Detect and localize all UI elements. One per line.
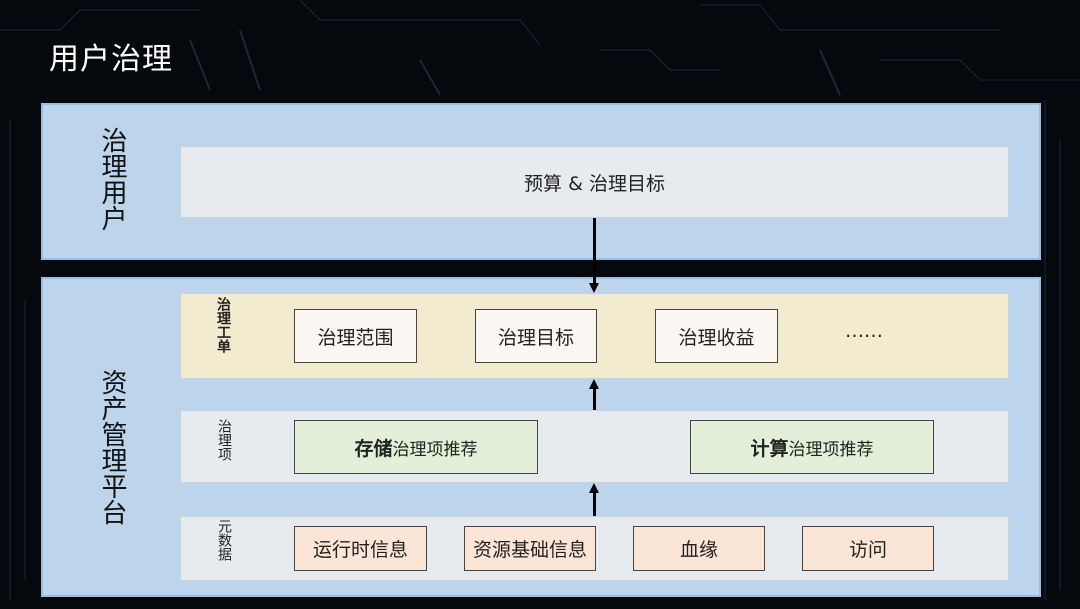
section-label-users: 治理用户 — [97, 127, 127, 231]
compute-bold-text: 计算 — [750, 437, 789, 460]
governance-items-label: 治理项 — [216, 419, 232, 461]
compute-recommendation-box: 计算治理项推荐 — [690, 420, 934, 474]
section-label-platform: 资产管理平台 — [97, 369, 127, 525]
arrow-down-shaft — [593, 218, 596, 284]
storage-bold-text: 存储 — [354, 437, 393, 460]
metadata-runtime-box: 运行时信息 — [294, 526, 427, 571]
ticket-row-label: 治理工单 — [215, 297, 231, 353]
ticket-item-goal: 治理目标 — [475, 309, 597, 363]
ticket-more-ellipsis: …… — [845, 320, 883, 342]
arrow-down-head — [589, 283, 599, 293]
storage-recommendation-box: 存储治理项推荐 — [294, 420, 538, 474]
budget-goal-label: 预算 & 治理目标 — [524, 172, 665, 195]
ticket-item-benefit: 治理收益 — [655, 309, 778, 363]
page-title: 用户治理 — [49, 42, 173, 77]
budget-goal-row: 预算 & 治理目标 — [180, 146, 1009, 218]
ticket-item-scope: 治理范围 — [294, 309, 417, 363]
arrow-up-shaft-2 — [593, 492, 596, 516]
metadata-label: 元数据 — [216, 519, 232, 561]
storage-rest-text: 治理项推荐 — [392, 439, 478, 460]
arrow-up-head-1 — [589, 379, 599, 389]
compute-rest-text: 治理项推荐 — [788, 439, 874, 460]
arrow-up-head-2 — [589, 483, 599, 493]
metadata-access-box: 访问 — [802, 526, 934, 571]
arrow-up-shaft-1 — [593, 388, 596, 410]
metadata-resource-box: 资源基础信息 — [464, 526, 596, 571]
metadata-lineage-box: 血缘 — [633, 526, 765, 571]
